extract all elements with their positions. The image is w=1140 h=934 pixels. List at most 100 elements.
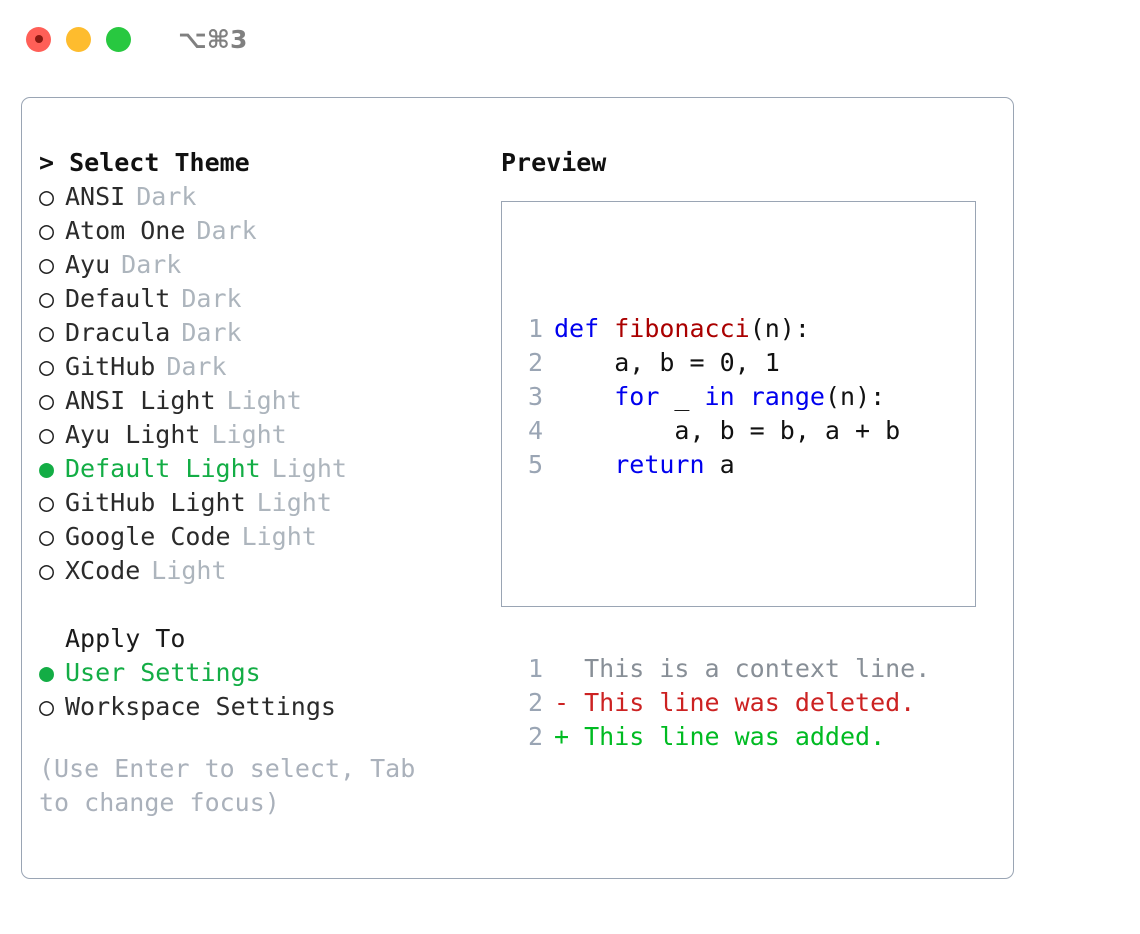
radio-unselected-icon[interactable]: ○ bbox=[39, 284, 55, 313]
theme-option-category: Light bbox=[256, 488, 332, 517]
theme-option-label: Ayu bbox=[65, 250, 111, 279]
line-number: 2 bbox=[527, 348, 543, 377]
radio-unselected-icon[interactable]: ○ bbox=[39, 386, 55, 415]
radio-unselected-icon[interactable]: ○ bbox=[39, 420, 55, 449]
theme-option-category: Dark bbox=[181, 318, 242, 347]
code-token-kw: def bbox=[554, 314, 615, 343]
theme-option-category: Dark bbox=[181, 284, 242, 313]
theme-option-github[interactable]: ○ GitHub Dark bbox=[39, 350, 499, 384]
apply-to-option-workspace-settings[interactable]: ○ Workspace Settings bbox=[39, 690, 499, 724]
theme-option-label: Default bbox=[65, 284, 171, 313]
preview-heading: Preview bbox=[501, 148, 607, 177]
code-line: 5 return a bbox=[517, 448, 930, 482]
theme-option-category: Light bbox=[151, 556, 227, 585]
select-theme-heading: > Select Theme bbox=[39, 148, 250, 177]
theme-option-label: XCode bbox=[65, 556, 141, 585]
maximize-window-button[interactable] bbox=[106, 26, 131, 52]
radio-selected-icon[interactable]: ● bbox=[39, 454, 55, 483]
radio-unselected-icon[interactable]: ○ bbox=[39, 488, 55, 517]
apply-to-option-label: User Settings bbox=[65, 658, 261, 687]
diff-line-text: - This line was deleted. bbox=[554, 688, 916, 717]
theme-option-default-light[interactable]: ● Default Light Light bbox=[39, 452, 499, 486]
theme-option-label: GitHub bbox=[65, 352, 156, 381]
code-line: 3 for _ in range(n): bbox=[517, 380, 930, 414]
line-number: 2 bbox=[527, 688, 543, 717]
theme-option-label: Ayu Light bbox=[65, 420, 201, 449]
radio-unselected-icon[interactable]: ○ bbox=[39, 556, 55, 585]
keyboard-hint-text: (Use Enter to select, Tab to change focu… bbox=[39, 754, 431, 817]
code-token-plain: (n): bbox=[749, 314, 810, 343]
code-token-kw: range bbox=[749, 382, 825, 411]
diff-line-text: This is a context line. bbox=[554, 654, 931, 683]
radio-unselected-icon[interactable]: ○ bbox=[39, 250, 55, 279]
diff-line-text: + This line was added. bbox=[554, 722, 886, 751]
code-line: 1 def fibonacci(n): bbox=[517, 312, 930, 346]
code-line-text: for _ in range(n): bbox=[543, 380, 885, 414]
code-line-text: return a bbox=[543, 448, 735, 482]
apply-to-option-user-settings[interactable]: ● User Settings bbox=[39, 656, 499, 690]
minimize-window-button[interactable] bbox=[66, 26, 91, 52]
theme-option-default[interactable]: ○ Default Dark bbox=[39, 282, 499, 316]
theme-option-category: Light bbox=[226, 386, 302, 415]
window-titlebar: ⌥⌘3 bbox=[0, 0, 1140, 78]
theme-option-category: Light bbox=[271, 454, 347, 483]
apply-to-option-list[interactable]: ● User Settings ○ Workspace Settings bbox=[39, 656, 499, 724]
radio-unselected-icon[interactable]: ○ bbox=[39, 318, 55, 347]
code-line-text: a, b = 0, 1 bbox=[543, 346, 780, 380]
theme-option-category: Dark bbox=[121, 250, 182, 279]
theme-option-category: Dark bbox=[136, 182, 197, 211]
theme-option-category: Dark bbox=[196, 216, 257, 245]
radio-unselected-icon[interactable]: ○ bbox=[39, 216, 55, 245]
theme-option-label: Default Light bbox=[65, 454, 261, 483]
code-token-plain: a bbox=[704, 450, 735, 479]
diff-line-ctx: 1 This is a context line. bbox=[517, 652, 930, 686]
radio-unselected-icon[interactable]: ○ bbox=[39, 692, 55, 721]
radio-unselected-icon[interactable]: ○ bbox=[39, 182, 55, 211]
theme-option-category: Dark bbox=[166, 352, 227, 381]
theme-option-label: ANSI Light bbox=[65, 386, 216, 415]
code-token-plain bbox=[735, 382, 750, 411]
code-line-text: a, b = b, a + b bbox=[543, 414, 900, 448]
theme-option-label: ANSI bbox=[65, 182, 126, 211]
radio-selected-icon[interactable]: ● bbox=[39, 658, 55, 687]
radio-unselected-icon[interactable]: ○ bbox=[39, 522, 55, 551]
diff-line-add: 2+ This line was added. bbox=[517, 720, 930, 754]
theme-option-ansi[interactable]: ○ ANSI Dark bbox=[39, 180, 499, 214]
code-token-kw: in bbox=[704, 382, 735, 411]
code-token-plain: a, b = b, a + b bbox=[554, 416, 901, 445]
line-number: 1 bbox=[527, 314, 543, 343]
diff-sample: 1 This is a context line.2- This line wa… bbox=[517, 652, 930, 754]
apply-to-option-label: Workspace Settings bbox=[65, 692, 336, 721]
list-spacer bbox=[39, 588, 499, 622]
theme-option-ansi-light[interactable]: ○ ANSI Light Light bbox=[39, 384, 499, 418]
code-token-plain bbox=[554, 450, 614, 479]
code-token-plain: (n): bbox=[824, 382, 886, 411]
code-token-plain: _ bbox=[659, 382, 705, 411]
line-number: 1 bbox=[527, 654, 543, 683]
code-token-kw: return bbox=[614, 450, 705, 479]
line-number: 4 bbox=[527, 416, 543, 445]
code-token-plain: a, b = 0, 1 bbox=[554, 348, 780, 377]
code-line: 4 a, b = b, a + b bbox=[517, 414, 930, 448]
diff-line-del: 2 - This line was deleted. bbox=[517, 686, 930, 720]
theme-option-xcode[interactable]: ○ XCode Light bbox=[39, 554, 499, 588]
theme-option-ayu[interactable]: ○ Ayu Dark bbox=[39, 248, 499, 282]
code-blank-line bbox=[517, 550, 930, 584]
code-token-fn: fibonacci bbox=[614, 314, 750, 343]
close-window-button[interactable] bbox=[26, 26, 51, 52]
radio-unselected-icon[interactable]: ○ bbox=[39, 352, 55, 381]
theme-option-label: Google Code bbox=[65, 522, 231, 551]
line-number: 5 bbox=[527, 450, 543, 479]
